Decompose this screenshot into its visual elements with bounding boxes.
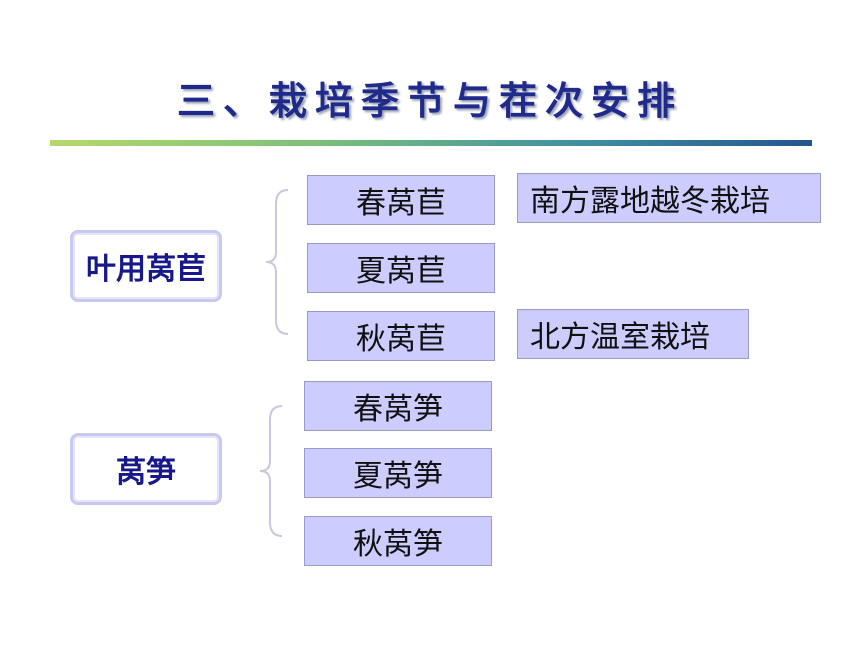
brace-leaf-lettuce [265, 189, 289, 335]
item-spring-stem-lettuce: 春莴笋 [304, 381, 492, 431]
slide-title: 三、栽培季节与茬次安排 [176, 79, 683, 123]
note-south-overwinter: 南方露地越冬栽培 [517, 173, 821, 223]
brace-stem-lettuce [259, 405, 283, 537]
item-autumn-stem-lettuce: 秋莴笋 [304, 516, 492, 566]
item-spring-lettuce: 春莴苣 [307, 175, 495, 225]
item-summer-stem-lettuce: 夏莴笋 [304, 448, 492, 498]
category-leaf-lettuce: 叶用莴苣 [70, 230, 222, 302]
category-stem-lettuce: 莴笋 [70, 433, 222, 505]
item-summer-lettuce: 夏莴苣 [307, 243, 495, 293]
item-autumn-lettuce: 秋莴苣 [307, 311, 495, 361]
title-divider [50, 140, 812, 146]
note-north-greenhouse: 北方温室栽培 [517, 309, 749, 359]
